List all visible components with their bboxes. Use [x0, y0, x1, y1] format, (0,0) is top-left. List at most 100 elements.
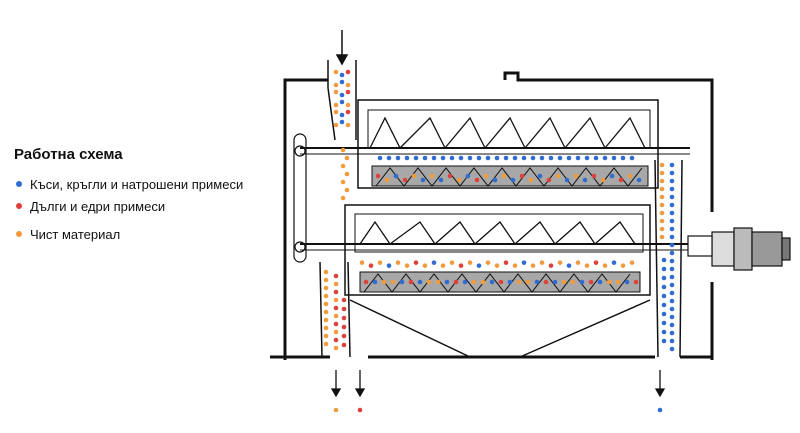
- particle: [669, 330, 675, 336]
- particle: [669, 274, 675, 280]
- red-dot-icon: [16, 203, 22, 209]
- particle: [431, 260, 437, 265]
- particle: [341, 324, 347, 330]
- particle: [633, 279, 639, 285]
- particle: [657, 407, 663, 413]
- legend: Работна схема Къси, кръгли и натрошени п…: [8, 146, 288, 245]
- particle: [503, 155, 509, 161]
- particle: [669, 346, 675, 352]
- housing: [270, 71, 714, 360]
- particle: [345, 89, 351, 95]
- particle: [498, 279, 504, 285]
- particle: [344, 171, 350, 177]
- particle: [564, 177, 570, 183]
- particle: [548, 155, 554, 161]
- particle: [467, 260, 473, 265]
- particle: [333, 89, 339, 95]
- particle: [340, 195, 346, 201]
- particle: [669, 322, 675, 328]
- particle: [669, 226, 675, 232]
- particle: [372, 279, 378, 285]
- particle: [417, 279, 423, 285]
- particle: [661, 266, 667, 272]
- particle: [341, 315, 347, 321]
- outlet-arrow-icon-middle: [354, 370, 366, 398]
- blue-dot-icon: [16, 181, 22, 187]
- particle: [669, 282, 675, 288]
- particle: [368, 263, 374, 268]
- particle: [669, 218, 675, 224]
- orange-dot-icon: [16, 231, 22, 237]
- particle: [408, 279, 414, 285]
- particle: [557, 155, 563, 161]
- particle: [333, 313, 339, 319]
- particles: [323, 69, 675, 413]
- particle: [333, 297, 339, 303]
- particle: [624, 279, 630, 285]
- particle: [512, 263, 518, 268]
- particle: [597, 279, 603, 285]
- particle: [659, 202, 665, 208]
- particle: [341, 342, 347, 348]
- particle: [555, 173, 561, 179]
- particle: [593, 155, 599, 161]
- particle: [492, 177, 498, 183]
- particle: [339, 112, 345, 118]
- particle: [395, 260, 401, 265]
- particle: [341, 297, 347, 303]
- particle: [561, 279, 567, 285]
- particle: [528, 177, 534, 183]
- particle: [602, 263, 608, 268]
- particle: [440, 155, 446, 161]
- particle: [566, 263, 572, 268]
- particle: [395, 155, 401, 161]
- particle: [344, 187, 350, 193]
- particle: [516, 279, 522, 285]
- legend-item-clean-material: Чист материал: [8, 223, 288, 245]
- particle: [659, 226, 665, 232]
- particle: [521, 260, 527, 265]
- particle: [393, 173, 399, 179]
- particle: [609, 173, 615, 179]
- particle: [629, 260, 635, 265]
- particle: [483, 173, 489, 179]
- particle: [386, 263, 392, 268]
- particle: [458, 263, 464, 268]
- particle: [377, 260, 383, 265]
- particle: [575, 260, 581, 265]
- particle: [661, 338, 667, 344]
- particle: [669, 298, 675, 304]
- particle: [323, 293, 329, 299]
- particle: [661, 275, 667, 281]
- particle: [411, 173, 417, 179]
- particle: [629, 155, 635, 161]
- inlet-arrow-icon: [335, 30, 349, 66]
- particle: [476, 263, 482, 268]
- particle: [669, 234, 675, 240]
- particle: [323, 309, 329, 315]
- particle: [444, 279, 450, 285]
- particle: [611, 155, 617, 161]
- particle: [620, 155, 626, 161]
- particle: [521, 155, 527, 161]
- particle: [661, 284, 667, 290]
- particle: [333, 289, 339, 295]
- particle: [435, 279, 441, 285]
- particle: [341, 306, 347, 312]
- particle: [386, 155, 392, 161]
- legend-item-label: Чист материал: [30, 226, 121, 242]
- particle: [333, 281, 339, 287]
- particle: [345, 102, 351, 108]
- particle: [627, 173, 633, 179]
- particle: [420, 177, 426, 183]
- particle: [489, 279, 495, 285]
- particle: [557, 260, 563, 265]
- particle: [341, 333, 347, 339]
- particle: [669, 186, 675, 192]
- particle: [669, 202, 675, 208]
- particle: [530, 263, 536, 268]
- particle: [323, 333, 329, 339]
- particle: [333, 407, 339, 413]
- particle: [501, 173, 507, 179]
- particle: [669, 162, 675, 168]
